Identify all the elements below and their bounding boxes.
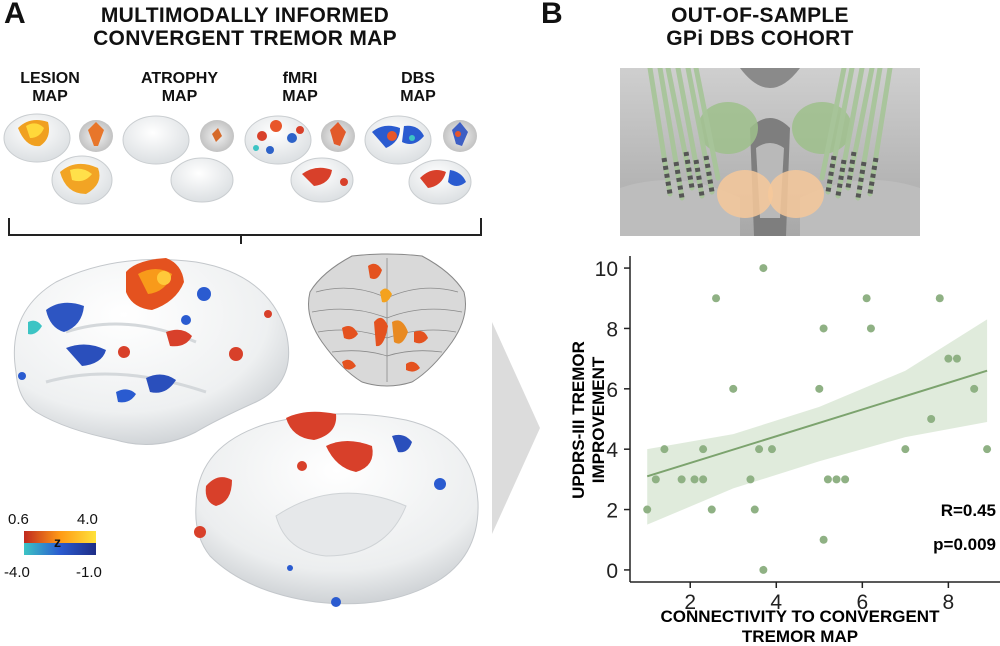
data-point <box>643 505 652 514</box>
map-label-line2: MAP <box>32 88 68 105</box>
data-point <box>767 445 776 454</box>
y-tick-label: 8 <box>606 318 618 341</box>
y-axis-label-line2: IMPROVEMENT <box>589 356 608 483</box>
colorbar-symbol: z <box>54 534 61 550</box>
data-point <box>944 354 953 363</box>
fmri-map-brains <box>244 115 355 203</box>
y-tick-label: 4 <box>606 439 618 462</box>
map-label-line2: MAP <box>161 88 198 105</box>
y-tick-label: 10 <box>595 258 618 281</box>
map-label-line2: MAP <box>400 88 436 105</box>
panel-b-letter: B <box>541 0 563 30</box>
x-tick-label: 6 <box>856 591 868 614</box>
y-axis-label-line1: UPDRS-III TREMOR <box>569 341 588 499</box>
data-point <box>699 475 708 484</box>
data-point <box>901 445 910 454</box>
colorbar-neg-min: -4.0 <box>4 564 30 581</box>
map-label-dbs: DBS MAP <box>378 70 458 106</box>
map-label-line1: fMRI <box>282 70 318 87</box>
colorbar-negative <box>24 543 96 555</box>
data-point <box>927 415 936 423</box>
annotation-p: p=0.009 <box>933 535 996 554</box>
colorbar-positive <box>24 531 96 543</box>
convergent-map-medial-brain <box>194 411 479 607</box>
data-point <box>690 475 699 484</box>
x-tick-label: 2 <box>684 591 696 614</box>
map-label-lesion: LESION MAP <box>10 70 90 106</box>
data-point <box>935 294 944 303</box>
data-point <box>862 294 871 303</box>
annotation-r: R=0.45 <box>941 501 996 520</box>
map-label-line1: ATROPHY <box>140 70 219 87</box>
confidence-band <box>647 319 988 525</box>
panel-b-title-line2: GPi DBS COHORT <box>666 27 854 50</box>
data-point <box>755 445 764 454</box>
colorbar-pos-min: 0.6 <box>8 511 29 528</box>
map-label-line1: LESION <box>20 70 80 87</box>
panel-a-title-line1: MULTIMODALLY INFORMED <box>100 4 390 27</box>
data-point <box>819 324 828 333</box>
data-point <box>712 294 721 303</box>
y-tick-label: 0 <box>606 560 618 583</box>
regression-line <box>646 369 988 478</box>
data-point <box>841 475 850 484</box>
y-tick-label: 6 <box>606 379 618 402</box>
convergent-map-cerebellum-flatmap <box>308 253 466 387</box>
data-point <box>952 354 961 363</box>
colorbar-neg-max: -1.0 <box>76 564 102 581</box>
data-point <box>651 475 660 484</box>
panel-a-letter: A <box>4 0 26 30</box>
data-point <box>759 565 768 574</box>
maps-bracket <box>8 218 482 236</box>
data-point <box>759 264 768 273</box>
lesion-map-brains <box>3 113 113 205</box>
panel-b-title: OUT-OF-SAMPLE GPi DBS COHORT <box>600 4 920 50</box>
data-point <box>970 384 979 393</box>
data-point <box>983 445 992 454</box>
panel-a-title: MULTIMODALLY INFORMED CONVERGENT TREMOR … <box>40 4 450 50</box>
panel-a-title-line2: CONVERGENT TREMOR MAP <box>93 27 397 50</box>
data-point <box>677 475 686 484</box>
chart-plot-layer: 0 2 4 6 8 10 2 4 6 8 <box>595 256 1000 614</box>
colorbar-pos-max: 4.0 <box>77 511 98 528</box>
map-label-fmri: fMRI MAP <box>260 70 340 106</box>
data-point <box>699 445 708 454</box>
x-tick-label: 4 <box>770 591 782 614</box>
data-point <box>815 384 824 393</box>
data-point <box>729 384 738 393</box>
atrophy-map-brains <box>122 115 234 203</box>
x-axis-label-line2: TREMOR MAP <box>742 627 858 646</box>
map-label-atrophy: ATROPHY MAP <box>122 70 237 106</box>
data-point <box>750 505 759 514</box>
data-point <box>707 505 716 514</box>
data-point <box>832 475 841 484</box>
map-label-line1: DBS <box>401 70 435 87</box>
data-point <box>819 535 828 544</box>
dbs-map-brains <box>364 115 477 205</box>
convergent-map-lateral-brain <box>13 258 290 445</box>
y-tick-label: 2 <box>606 500 618 523</box>
map-label-line2: MAP <box>282 88 318 105</box>
transfer-arrow <box>492 322 540 534</box>
data-point <box>823 475 832 484</box>
data-point <box>866 324 875 333</box>
bracket-tick <box>240 234 242 244</box>
input-maps-thumbnails <box>3 113 477 205</box>
data-point <box>746 475 755 484</box>
x-axis-label-line1: CONNECTIVITY TO CONVERGENT <box>661 607 941 626</box>
panel-b-title-line1: OUT-OF-SAMPLE <box>671 4 849 27</box>
x-tick-label: 8 <box>943 591 955 614</box>
tremor-scatter-chart: 0 2 4 6 8 10 2 4 6 8 UPDRS-III TREMOR IMPROVEMENT… <box>569 256 1000 646</box>
data-point <box>660 445 669 454</box>
gpi-dbs-electrode-image <box>620 68 920 236</box>
